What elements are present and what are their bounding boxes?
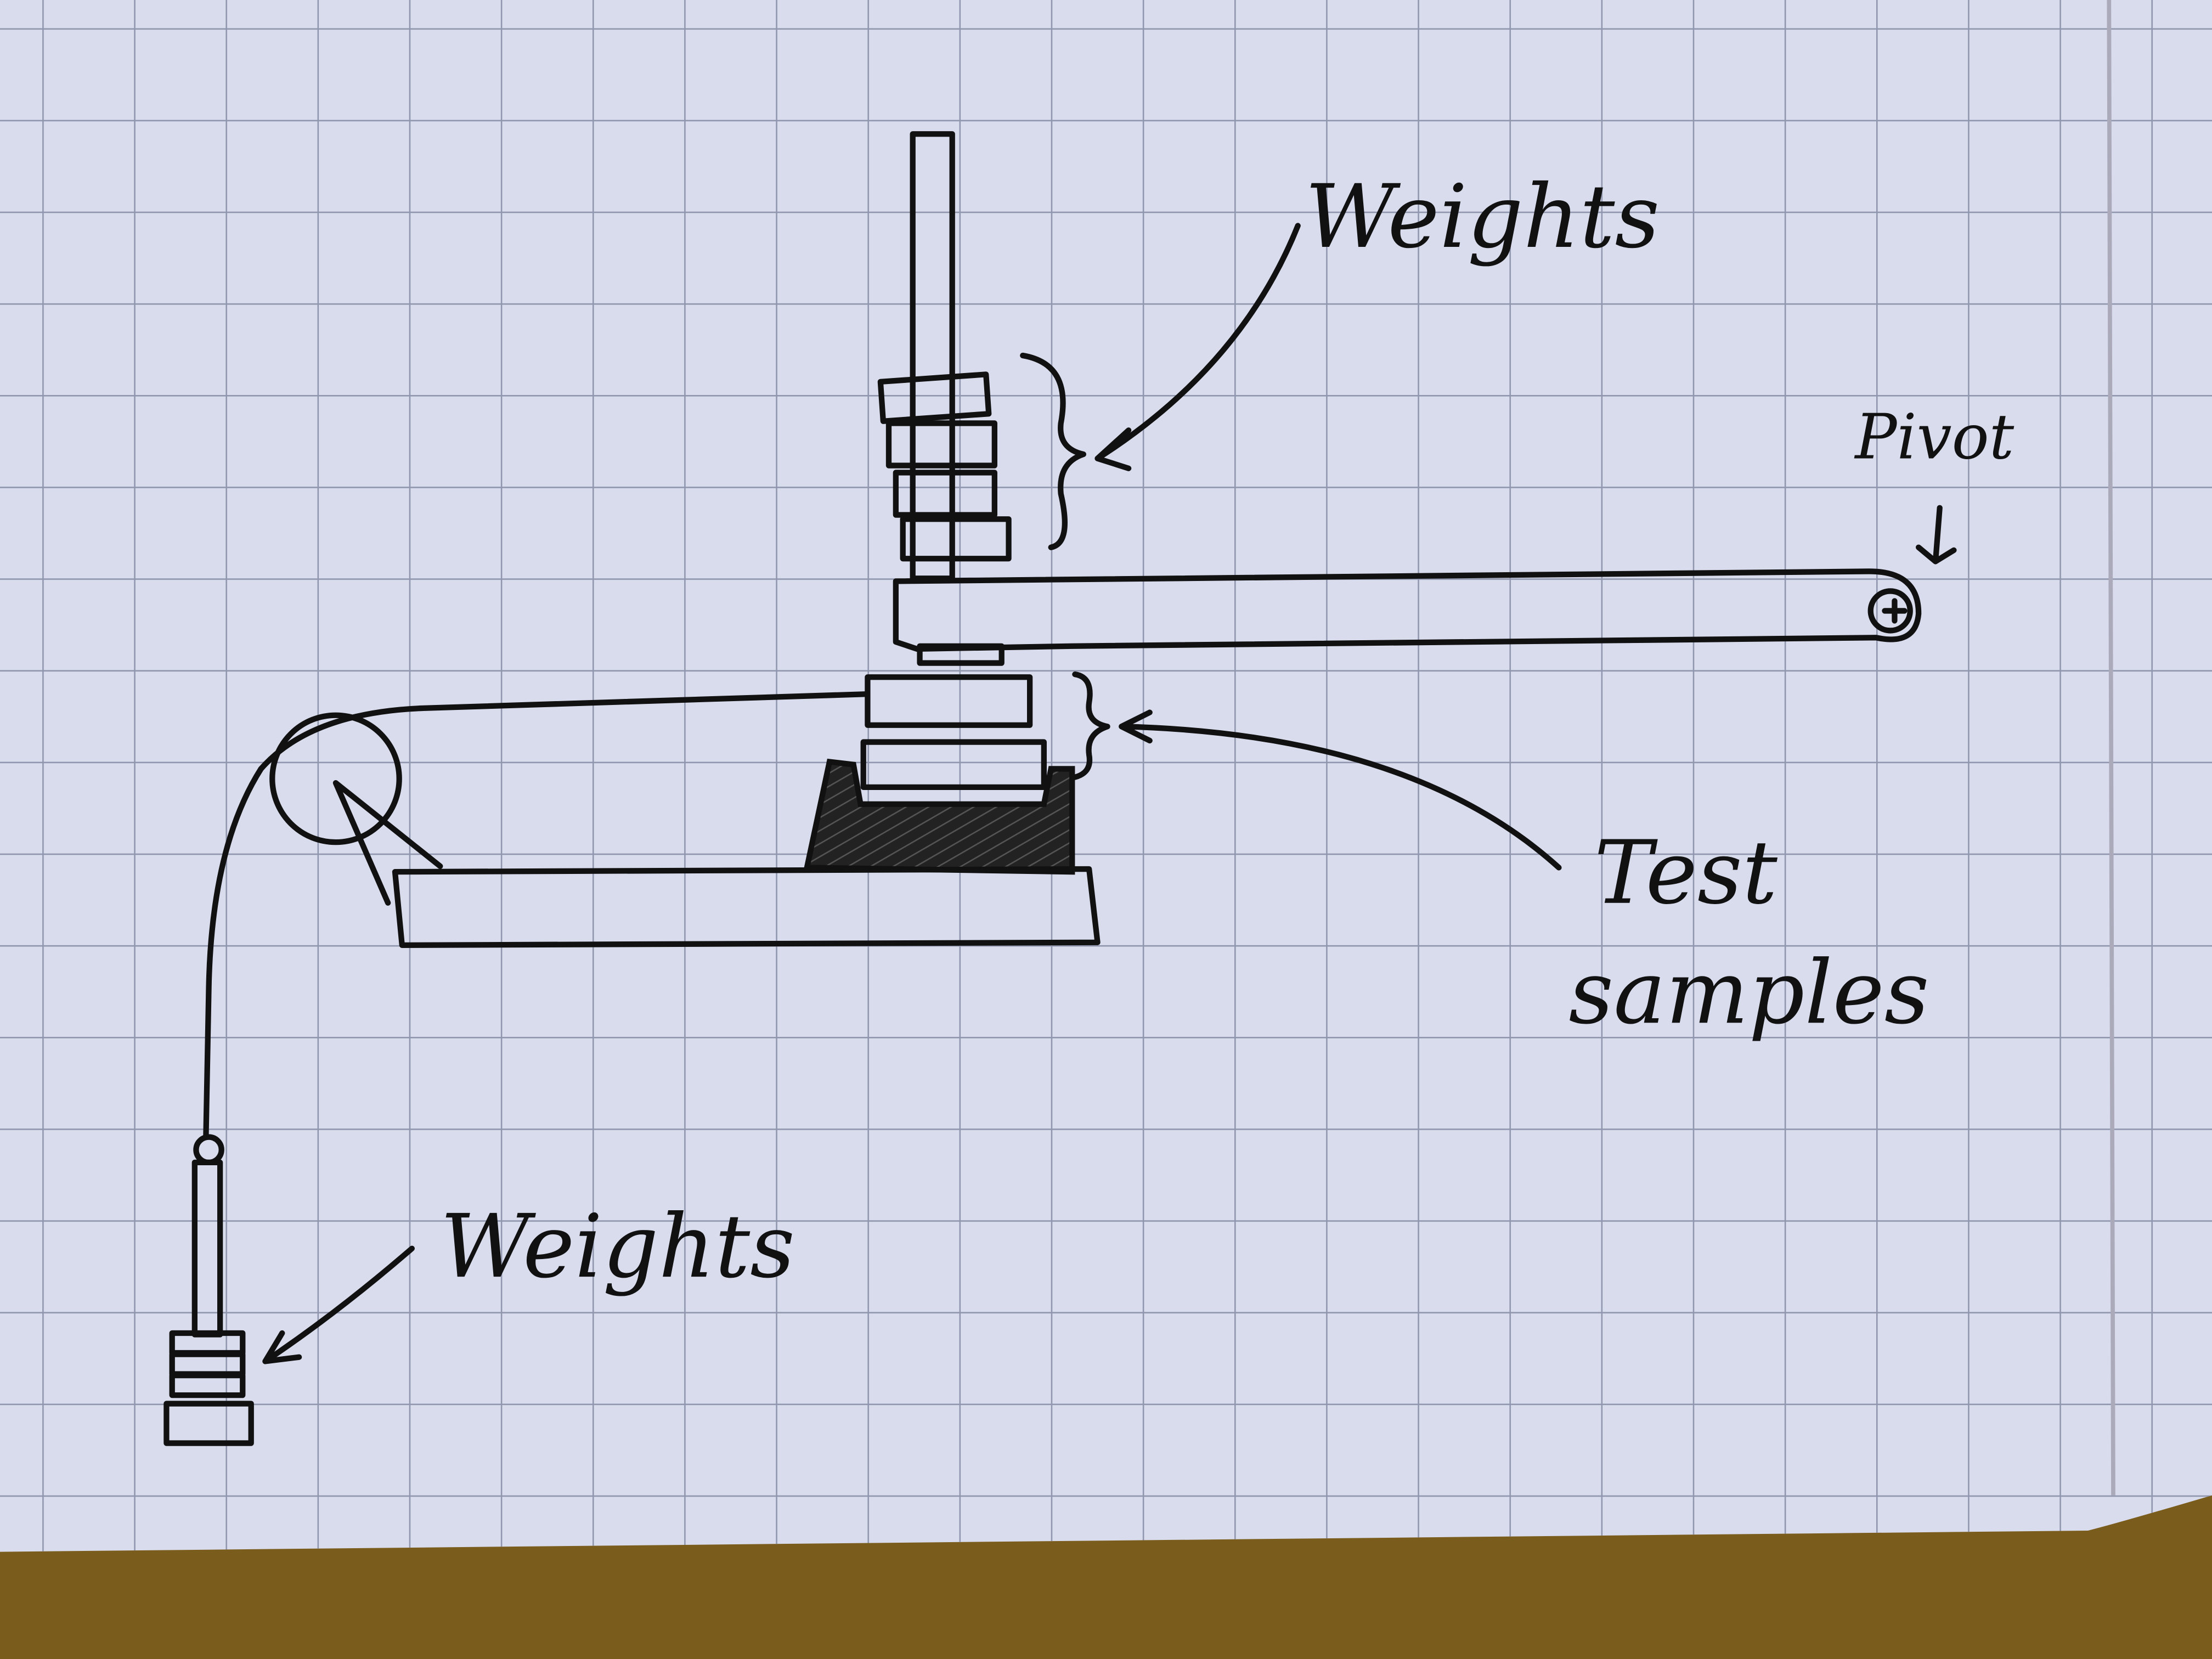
weight-plate	[900, 516, 1012, 562]
pulley-wheel	[269, 712, 402, 845]
weight-plate	[169, 1373, 246, 1398]
arrow-weights-bottom	[262, 1245, 415, 1364]
label-weights-bottom: Weights	[440, 1195, 795, 1297]
arrow-pivot	[1916, 505, 1957, 565]
pivot-plus-icon	[1882, 598, 1908, 624]
pulley-support	[332, 780, 443, 906]
weight-plate	[893, 470, 997, 518]
samples-brace	[1058, 672, 1110, 782]
label-weights-top: Weights	[1305, 166, 1660, 268]
test-sample-lower	[860, 739, 1047, 790]
hanger-base	[163, 1401, 254, 1446]
arrow-weights-top	[1094, 223, 1301, 471]
base-assembly	[203, 691, 1101, 1139]
arrow-test-samples	[1119, 709, 1562, 871]
base-platform	[392, 866, 1101, 948]
weight-plate	[877, 371, 992, 424]
hatched-pedestal	[803, 758, 1075, 875]
test-sample-upper	[865, 674, 1033, 728]
weights-brace	[1020, 352, 1087, 550]
lever-contact-block	[917, 643, 1005, 666]
label-test: Test	[1594, 822, 1778, 924]
test-samples	[860, 672, 1110, 790]
hanging-weights-assembly	[163, 1134, 254, 1446]
lever-arm	[893, 568, 1922, 666]
page-edge	[2107, 0, 2115, 1496]
pivot-point	[1867, 588, 1913, 634]
top-weights-assembly	[877, 131, 1087, 582]
grid-lines	[0, 0, 2212, 1552]
label-pivot: Pivot	[1854, 401, 2014, 473]
string	[203, 691, 871, 1139]
weight-plate	[885, 420, 998, 469]
label-samples: samples	[1568, 941, 1929, 1043]
